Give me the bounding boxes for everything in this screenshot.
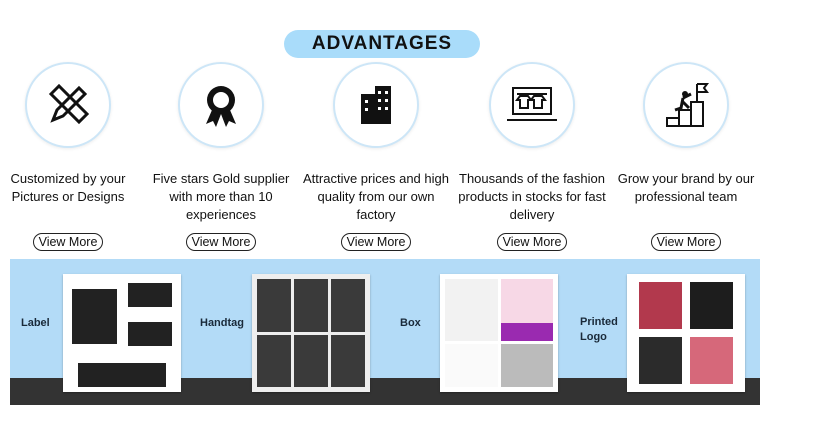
advantage-brand: Grow your brand by our professional team…	[608, 62, 764, 251]
view-more-button[interactable]: View More	[340, 233, 412, 251]
label-category-text: Label	[21, 317, 50, 329]
handtag-product-image[interactable]	[252, 274, 370, 392]
advantages-title: ADVANTAGES	[284, 30, 480, 58]
advantage-prices: Attractive prices and high quality from …	[298, 62, 454, 251]
label-product-image[interactable]	[63, 274, 181, 392]
award-badge-icon	[178, 62, 264, 148]
printed-logo-category-text: Printed Logo	[580, 316, 618, 343]
view-more-button[interactable]: View More	[650, 233, 722, 251]
advantage-text: Attractive prices and high quality from …	[303, 171, 449, 222]
box-product-image[interactable]	[440, 274, 558, 392]
view-more-button[interactable]: View More	[185, 233, 257, 251]
advantage-stock: Thousands of the fashion products in sto…	[454, 62, 610, 251]
view-more-button[interactable]: View More	[32, 233, 104, 251]
pencil-ruler-icon	[25, 62, 111, 148]
advantage-gold-supplier: Five stars Gold supplier with more than …	[143, 62, 299, 251]
clothes-rack-laptop-icon	[489, 62, 575, 148]
advantage-text: Thousands of the fashion products in sto…	[458, 171, 606, 222]
product-banner: Label Handtag Box Printed Logo	[10, 259, 760, 405]
advantage-customized: Customized by your Pictures or Designs V…	[0, 62, 146, 251]
factory-building-icon	[333, 62, 419, 148]
printed-logo-product-image[interactable]	[627, 274, 745, 392]
advantage-text: Customized by your Pictures or Designs	[10, 171, 126, 204]
handtag-category-text: Handtag	[200, 317, 244, 329]
advantage-text: Grow your brand by our professional team	[617, 171, 755, 204]
view-more-button[interactable]: View More	[496, 233, 568, 251]
box-category-text: Box	[400, 317, 421, 329]
advantage-text: Five stars Gold supplier with more than …	[152, 171, 290, 222]
climbing-flag-icon	[643, 62, 729, 148]
